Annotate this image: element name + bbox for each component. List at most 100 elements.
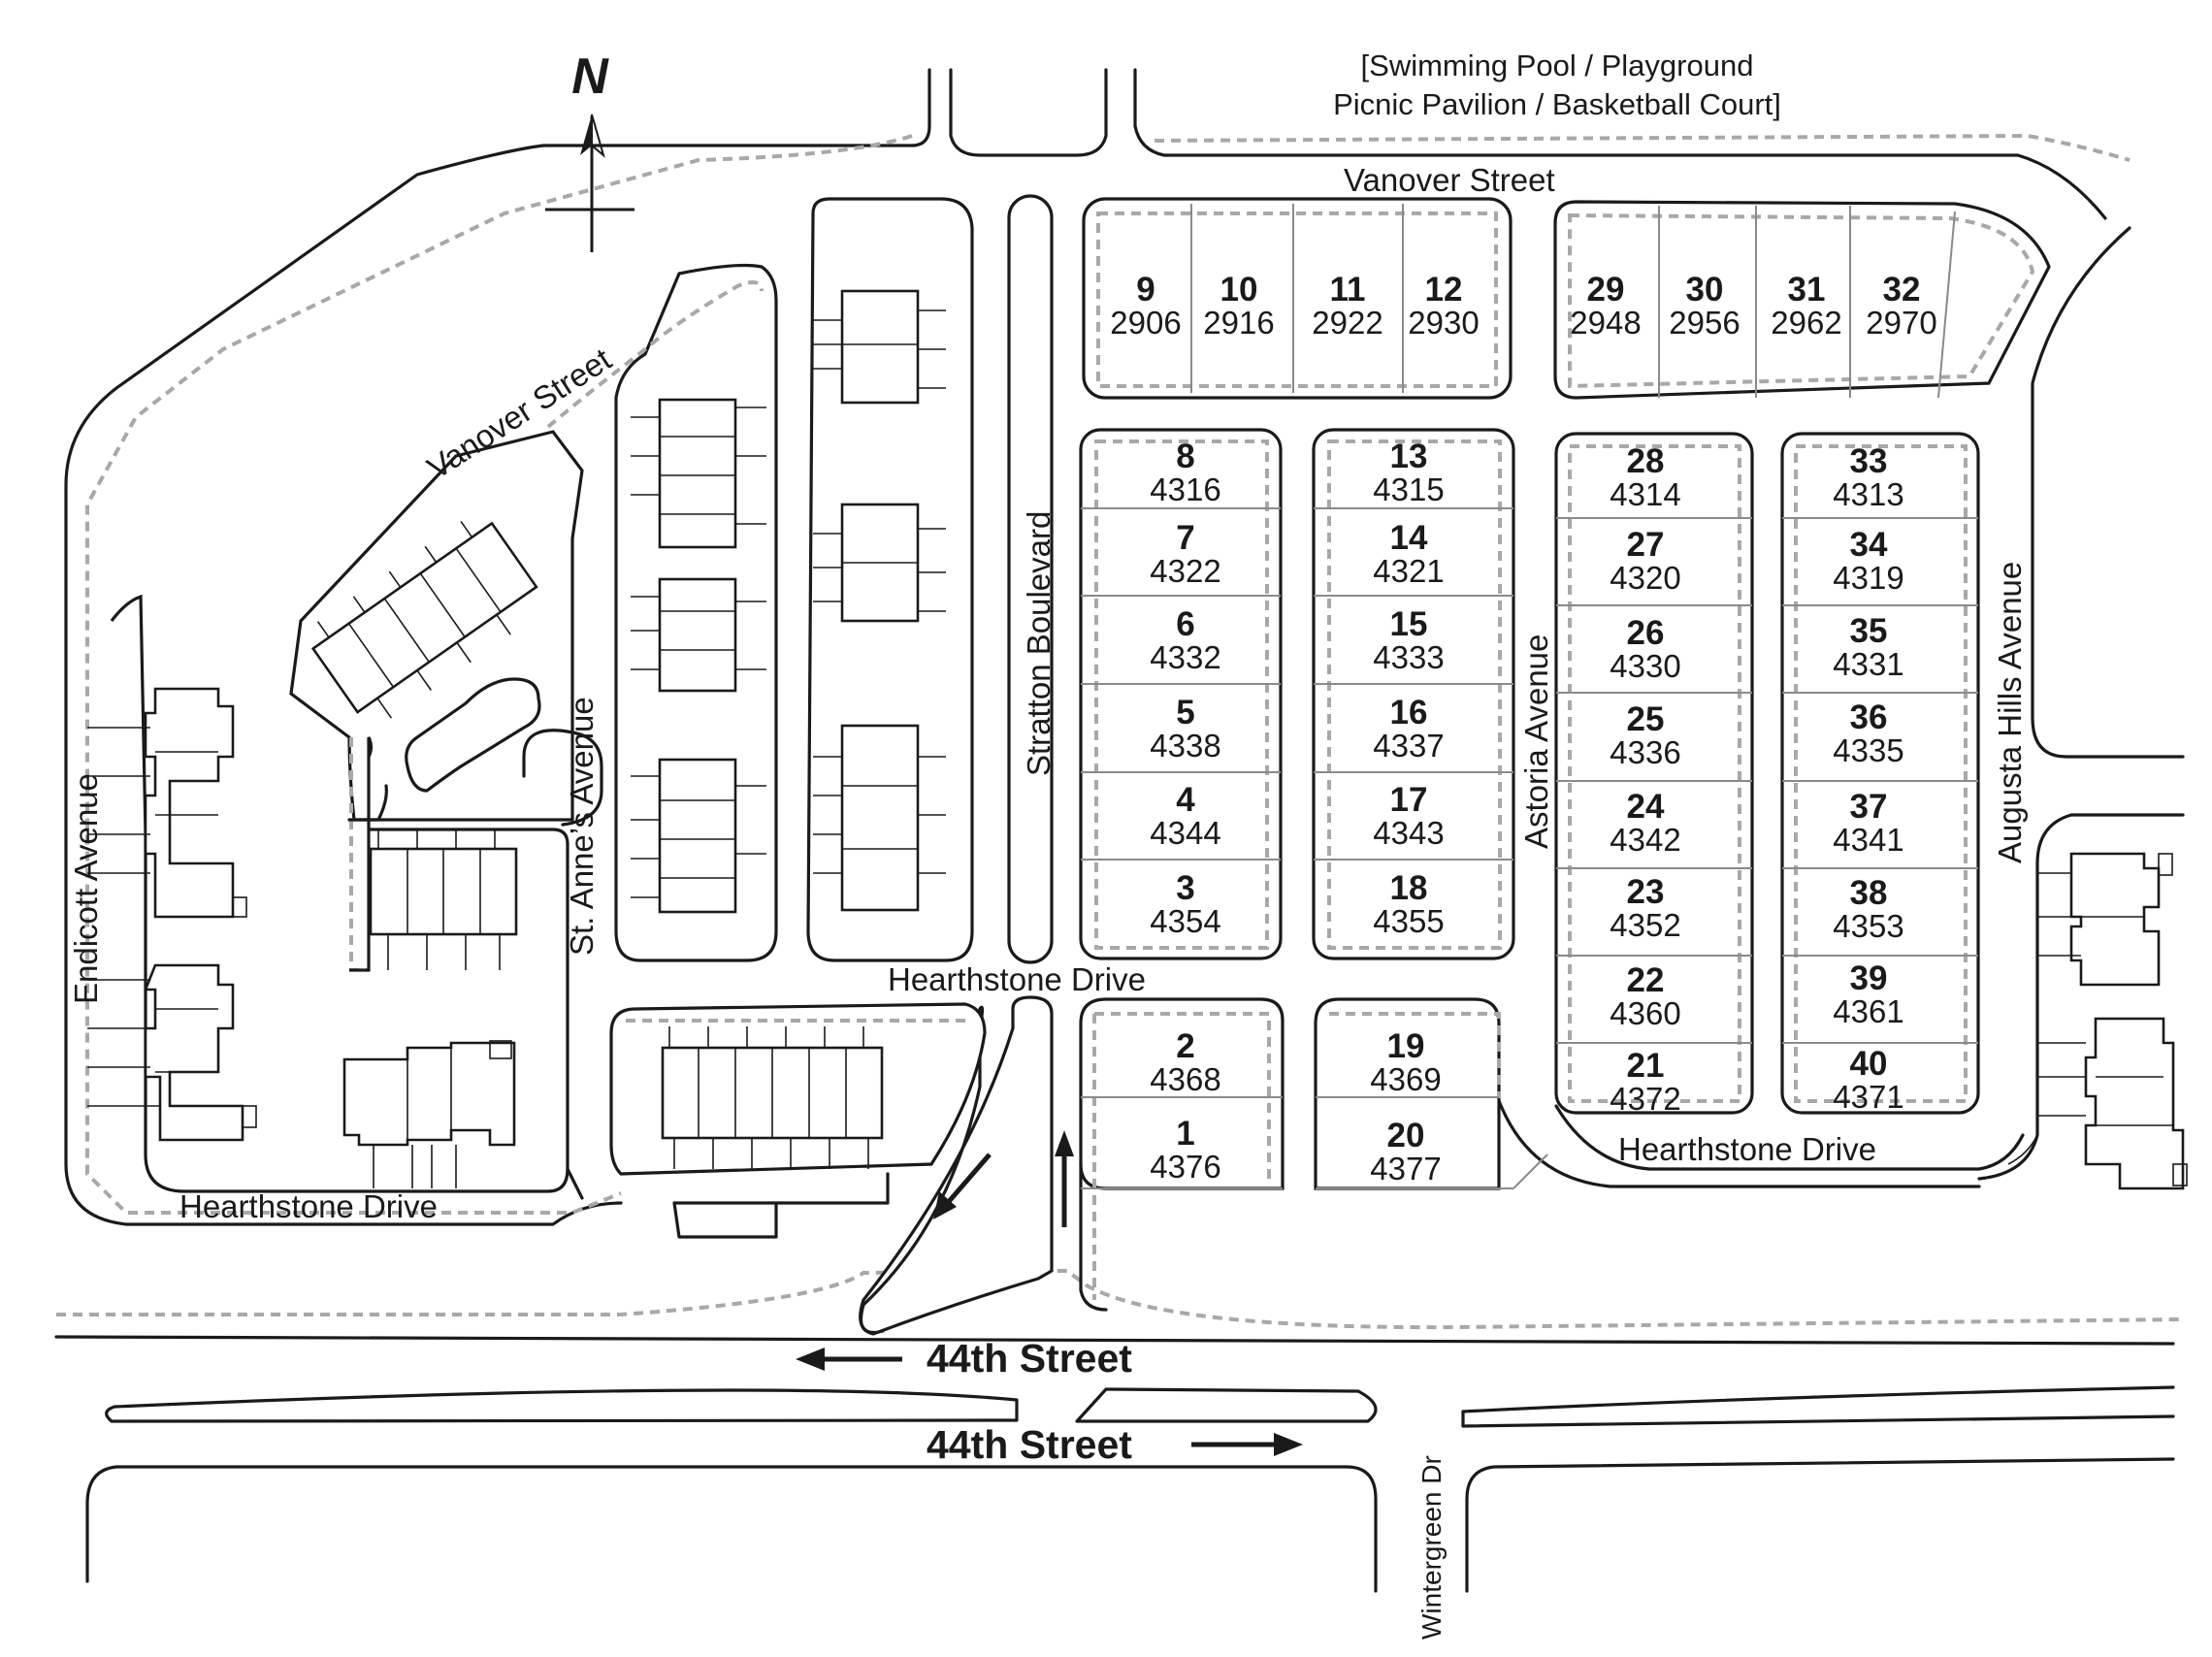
lot-number: 25	[1627, 700, 1665, 738]
lot-address: 2970	[1866, 305, 1936, 341]
eastbound-arrow-icon	[1191, 1433, 1303, 1456]
street-label-hearthstone-east: Hearthstone Drive	[1618, 1131, 1876, 1167]
lot-number: 11	[1330, 271, 1366, 309]
street-label-44th-east: 44th Street	[927, 1422, 1132, 1467]
lot-number: 18	[1390, 869, 1428, 907]
lot-number: 5	[1176, 694, 1194, 731]
street-label-hearthstone-west: Hearthstone Drive	[179, 1188, 438, 1224]
lot-number: 9	[1136, 271, 1155, 309]
stratton-boulevard-median	[1007, 194, 1054, 964]
lot-address: 4353	[1833, 908, 1903, 944]
block-lots-3-8	[1079, 428, 1283, 960]
lot-number: 30	[1686, 271, 1724, 309]
westbound-arrow-icon	[796, 1348, 902, 1371]
lot-address: 2962	[1771, 305, 1841, 341]
lot-address: 4361	[1833, 993, 1903, 1029]
lot-number: 29	[1587, 271, 1625, 309]
lot-address: 2922	[1312, 305, 1382, 341]
lot-address: 4313	[1833, 476, 1903, 512]
lot-address: 4343	[1373, 815, 1444, 851]
lot-number: 15	[1390, 605, 1428, 643]
lot-address: 4335	[1833, 732, 1903, 768]
lot-address: 4322	[1150, 553, 1220, 589]
lot-number: 40	[1850, 1045, 1888, 1083]
lot-address: 4337	[1373, 728, 1444, 764]
lot-number: 19	[1387, 1027, 1425, 1065]
lot-number: 31	[1788, 271, 1826, 309]
lot-address: 4355	[1373, 903, 1444, 939]
lot-address: 2916	[1203, 305, 1274, 341]
lot-address: 4354	[1150, 903, 1220, 939]
lot-address: 4371	[1833, 1079, 1903, 1115]
street-label-augusta: Augusta Hills Avenue	[1992, 562, 2028, 863]
lot-number: 3	[1176, 869, 1194, 907]
street-label-stratton: Stratton Boulevard	[1021, 511, 1057, 776]
lot-number: 33	[1850, 442, 1888, 480]
lot-address: 4360	[1610, 995, 1680, 1031]
lot-address: 4333	[1373, 639, 1444, 675]
block-lots-33-40	[1780, 432, 1980, 1115]
street-label-vanover-north: Vanover Street	[1344, 162, 1555, 198]
lot-address: 4314	[1610, 476, 1680, 512]
lot-address: 4315	[1373, 471, 1444, 507]
lot-number: 21	[1627, 1047, 1665, 1085]
block-lots-13-18	[1312, 428, 1515, 960]
lot-address: 4320	[1610, 560, 1680, 596]
lot-address: 2906	[1110, 305, 1181, 341]
lot-address: 4377	[1370, 1151, 1441, 1186]
lot-number: 35	[1850, 612, 1888, 650]
amenities-label-line2: Picnic Pavilion / Basketball Court]	[1333, 87, 1781, 121]
lot-number: 24	[1627, 788, 1665, 826]
lot-number: 39	[1850, 959, 1888, 997]
lot-number: 1	[1176, 1115, 1194, 1153]
lot-address: 4316	[1150, 471, 1220, 507]
lot-address: 4344	[1150, 815, 1220, 851]
lot-number: 14	[1390, 519, 1428, 557]
lot-number: 13	[1390, 438, 1428, 475]
lot-address: 4341	[1833, 822, 1903, 858]
lot-number: 2	[1176, 1027, 1194, 1065]
lot-number: 16	[1390, 694, 1428, 731]
lot-address: 2930	[1408, 305, 1479, 341]
lot-address: 4368	[1150, 1061, 1220, 1097]
lot-number: 22	[1627, 961, 1665, 999]
lot-number: 17	[1390, 781, 1428, 819]
street-label-wintergreen: Wintergreen Dr	[1416, 1455, 1447, 1640]
property-boundary-line-ne	[1154, 133, 2131, 162]
lot-address: 4332	[1150, 639, 1220, 675]
lot-address: 4336	[1610, 734, 1680, 770]
lot-number: 37	[1850, 788, 1888, 826]
lot-number: 12	[1425, 271, 1463, 309]
one-way-arrow-southwest-icon	[933, 1153, 992, 1219]
lot-address: 4342	[1610, 822, 1680, 858]
lot-address: 4372	[1610, 1081, 1680, 1117]
lot-number: 27	[1627, 526, 1665, 564]
lot-number: 8	[1176, 438, 1194, 475]
lot-address: 4319	[1833, 560, 1903, 596]
block-lots-21-28	[1554, 432, 1754, 1115]
lot-divider-lines	[1081, 507, 1978, 1044]
compass-n-label: N	[571, 49, 609, 105]
lot-number: 10	[1220, 271, 1258, 309]
lot-number: 20	[1387, 1117, 1425, 1154]
lot-address: 4330	[1610, 648, 1680, 684]
block-north-east	[1553, 200, 2051, 400]
lot-address: 2948	[1570, 305, 1641, 341]
lot-number: 28	[1627, 442, 1665, 480]
street-label-st-annes: St. Anne’s Avenue	[564, 697, 600, 956]
property-boundary-line	[56, 1269, 2184, 1330]
lot-number: 7	[1176, 519, 1194, 557]
street-label-astoria: Astoria Avenue	[1518, 634, 1554, 849]
lot-number: 32	[1883, 271, 1921, 309]
compass-north-arrow-icon: N	[545, 49, 634, 252]
lot-address: 4338	[1150, 728, 1220, 764]
one-way-arrow-north-icon	[1055, 1130, 1074, 1227]
lot-number: 38	[1850, 874, 1888, 912]
block-lots-1-2	[1079, 997, 1285, 1190]
street-label-hearthstone-center: Hearthstone Drive	[888, 961, 1146, 997]
road-outlines	[54, 68, 2185, 1593]
lot-number: 4	[1176, 781, 1195, 819]
lot-number: 6	[1176, 605, 1194, 643]
lot-address: 4331	[1833, 646, 1903, 682]
